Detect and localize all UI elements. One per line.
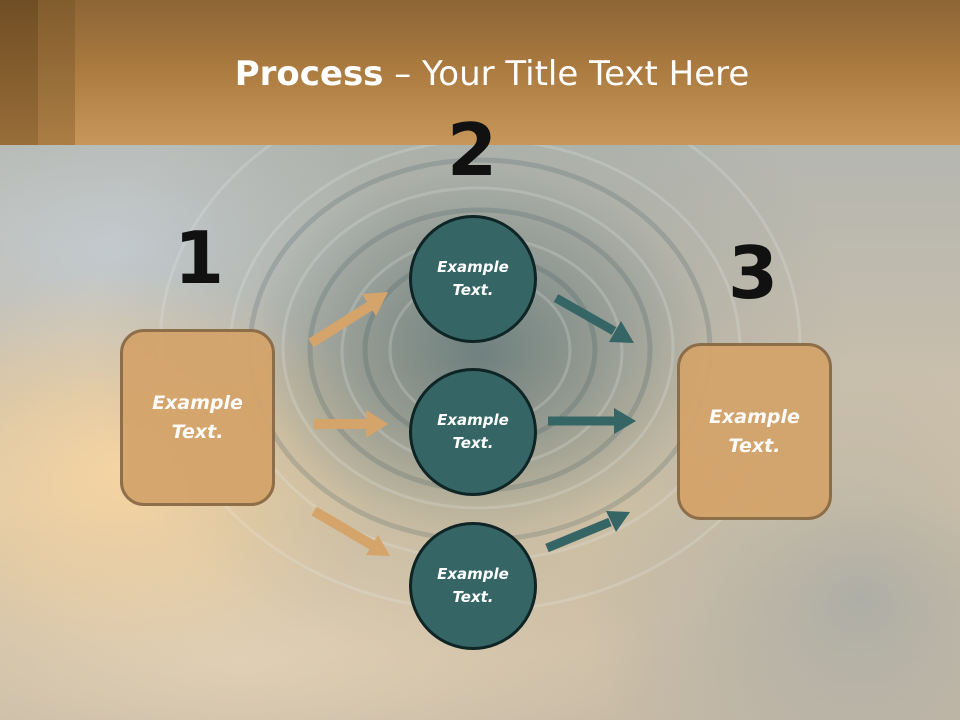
title-bold: Process bbox=[234, 54, 384, 94]
step-number-1: 1 bbox=[173, 216, 225, 300]
step-3-text: Example Text. bbox=[709, 405, 800, 457]
step-1-text: Example Text. bbox=[152, 391, 243, 443]
step-2-circle-middle: Example Text. bbox=[409, 368, 537, 496]
step-number-2: 2 bbox=[446, 108, 498, 192]
step-2-circle-top: Example Text. bbox=[409, 215, 537, 343]
step-2-circle-bottom: Example Text. bbox=[409, 522, 537, 650]
arrow-from-bottom-circle bbox=[545, 511, 630, 553]
title-bar: Process – Your Title Text Here bbox=[0, 0, 960, 145]
circle-top-text: Example Text. bbox=[437, 258, 509, 299]
circle-bottom-text: Example Text. bbox=[437, 565, 509, 606]
arrow-to-middle-circle bbox=[314, 410, 388, 438]
slide-title: Process – Your Title Text Here bbox=[0, 52, 960, 96]
header-accent-stripe bbox=[0, 0, 38, 145]
arrow-to-bottom-circle bbox=[311, 506, 390, 556]
step-number-3: 3 bbox=[727, 231, 779, 315]
arrow-from-top-circle bbox=[553, 294, 634, 343]
arrow-to-top-circle bbox=[308, 292, 388, 348]
step-3-box: Example Text. bbox=[677, 343, 832, 520]
arrow-from-middle-circle bbox=[548, 408, 636, 434]
step-1-box: Example Text. bbox=[120, 329, 275, 506]
header-accent-stripe bbox=[38, 0, 75, 145]
circle-middle-text: Example Text. bbox=[437, 411, 509, 452]
title-rest: – Your Title Text Here bbox=[383, 54, 750, 94]
